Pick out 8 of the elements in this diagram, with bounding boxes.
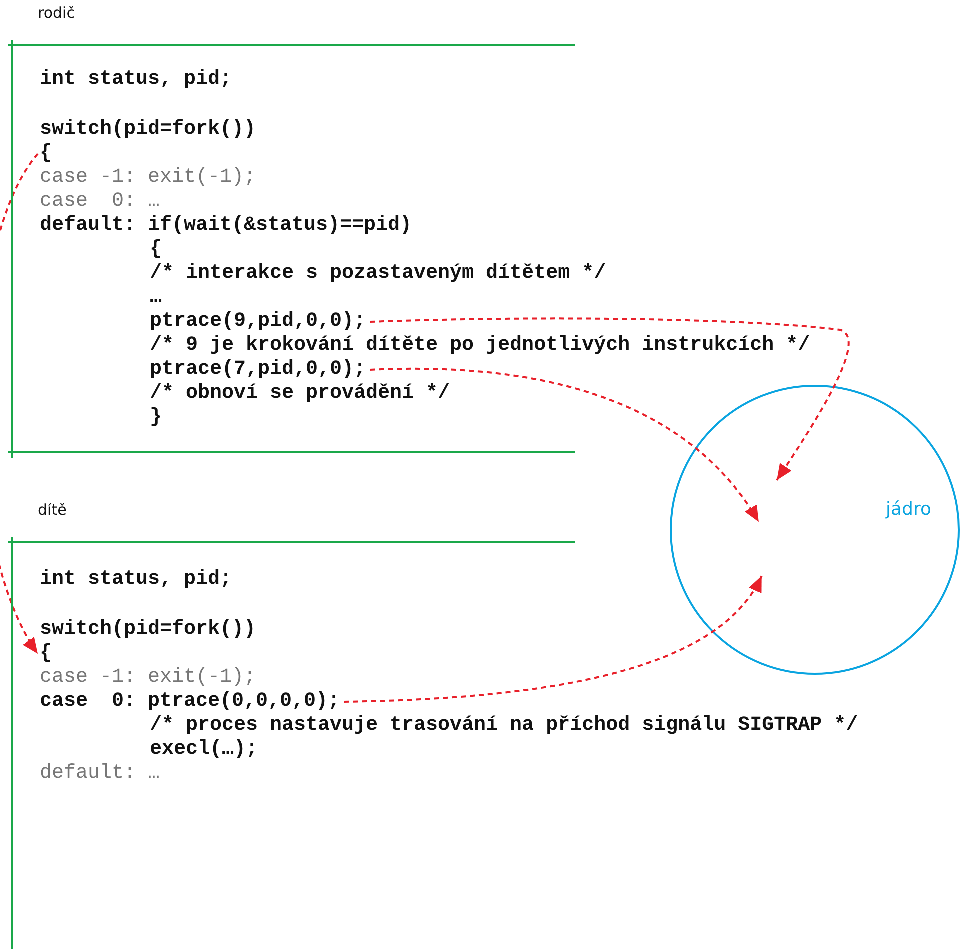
panel-heading: rodič	[38, 4, 75, 22]
kernel-label: jádro	[886, 499, 932, 520]
panel-heading: dítě	[38, 501, 67, 519]
kernel-circle	[669, 384, 960, 676]
arrow	[370, 368, 760, 523]
arrow	[370, 318, 850, 481]
arrow	[0, 153, 39, 654]
arrow	[344, 576, 763, 703]
